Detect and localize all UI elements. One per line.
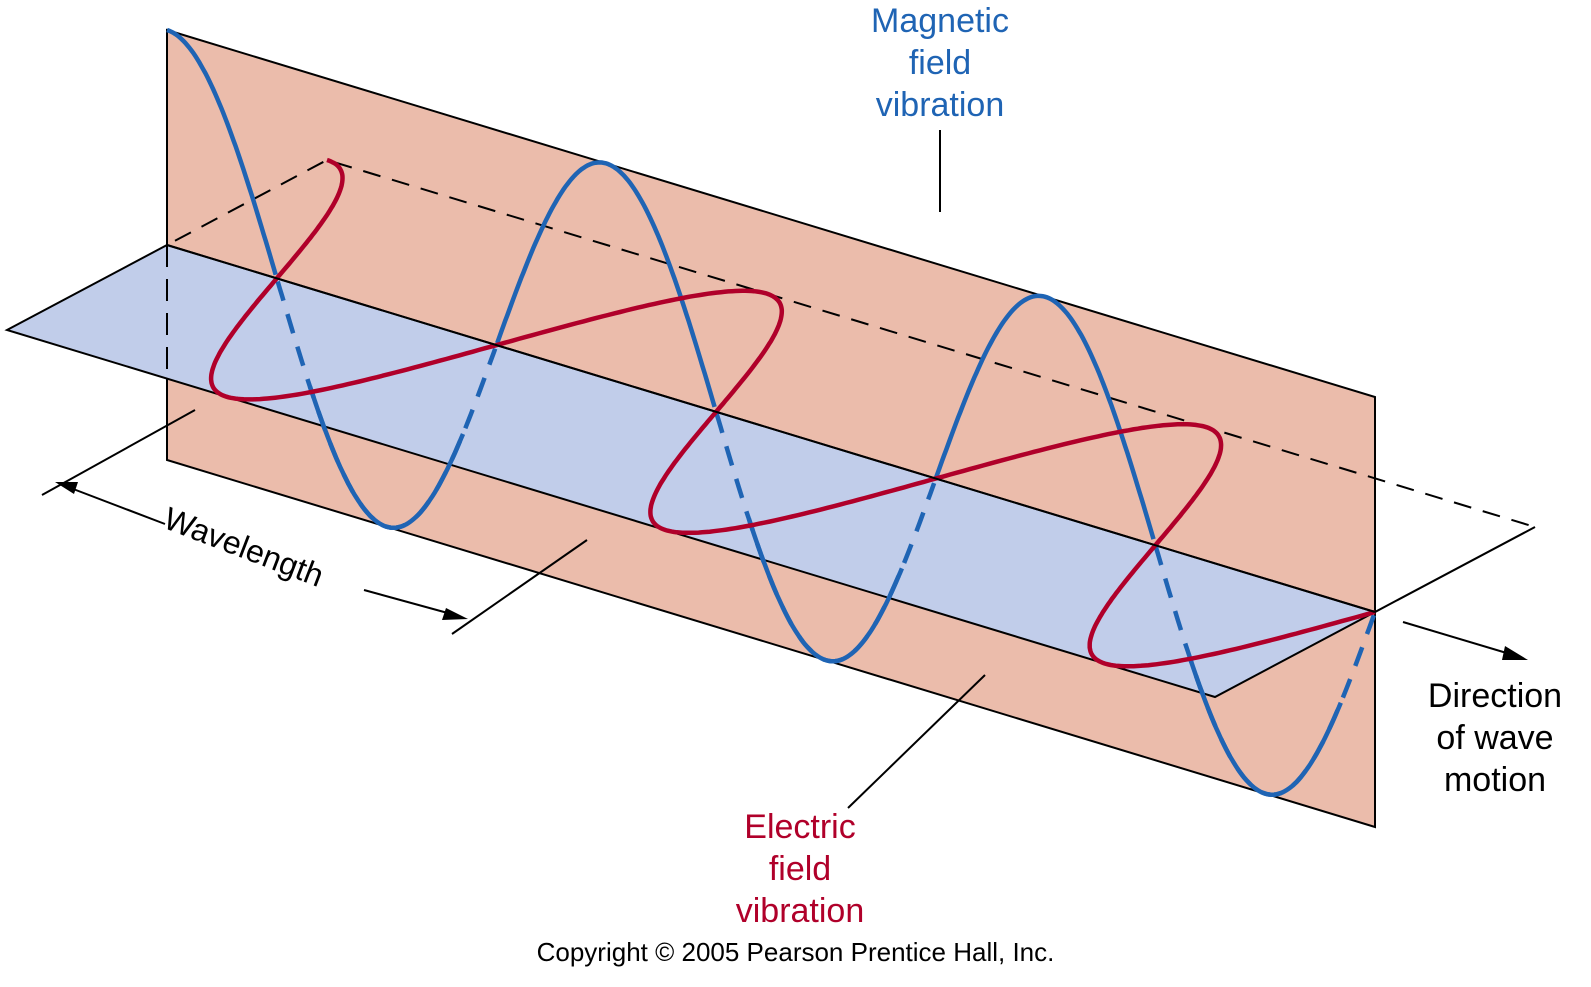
direction-arrow-head — [1502, 646, 1528, 660]
wavelength-tick-left — [41, 409, 196, 496]
direction-label-line-1: Direction — [1427, 677, 1563, 715]
axis-line — [166, 244, 1376, 613]
magnetic-label-line-2: field — [908, 44, 972, 82]
magnetic-wave-upper-2 — [933, 293, 1156, 540]
magnetic-wave-upper-1 — [495, 160, 717, 408]
magnetic-wave-bottom-2 — [1187, 656, 1343, 797]
wavelength-arrowhead-left — [55, 482, 78, 494]
magnetic-label-line-1: Magnetic — [871, 2, 1009, 40]
wavelength-arrowhead-right — [442, 608, 468, 620]
direction-label-line-3: motion — [1443, 761, 1547, 799]
electric-field-label: Electric field vibration — [700, 806, 900, 932]
magnetic-wave-bottom-1 — [746, 518, 904, 664]
magnetic-wave-upper-0 — [166, 27, 278, 276]
magnetic-label-line-3: vibration — [875, 86, 1005, 124]
direction-label-line-2: of wave — [1436, 719, 1554, 757]
horizontal-plane-front — [7, 245, 1535, 697]
wavelength-arrow-left — [67, 486, 166, 525]
magnetic-field-label: Magnetic field vibration — [840, 0, 1040, 126]
electric-label-line-2: field — [768, 850, 832, 888]
direction-label: Direction of wave motion — [1400, 675, 1590, 801]
front-layer — [166, 27, 1378, 797]
wavelength-tick-right — [451, 539, 588, 635]
electric-leader-line — [847, 674, 986, 809]
copyright-text: Copyright © 2005 Pearson Prentice Hall, … — [536, 937, 1055, 967]
electric-label-line-3: vibration — [735, 892, 865, 930]
magnetic-wave-bottom-0 — [307, 385, 466, 531]
direction-arrow-shaft — [1402, 621, 1521, 658]
wavelength-arrow-right — [363, 589, 456, 616]
electric-wave — [208, 157, 1376, 669]
annotation-layer — [41, 130, 1528, 809]
electric-label-line-1: Electric — [744, 808, 856, 846]
